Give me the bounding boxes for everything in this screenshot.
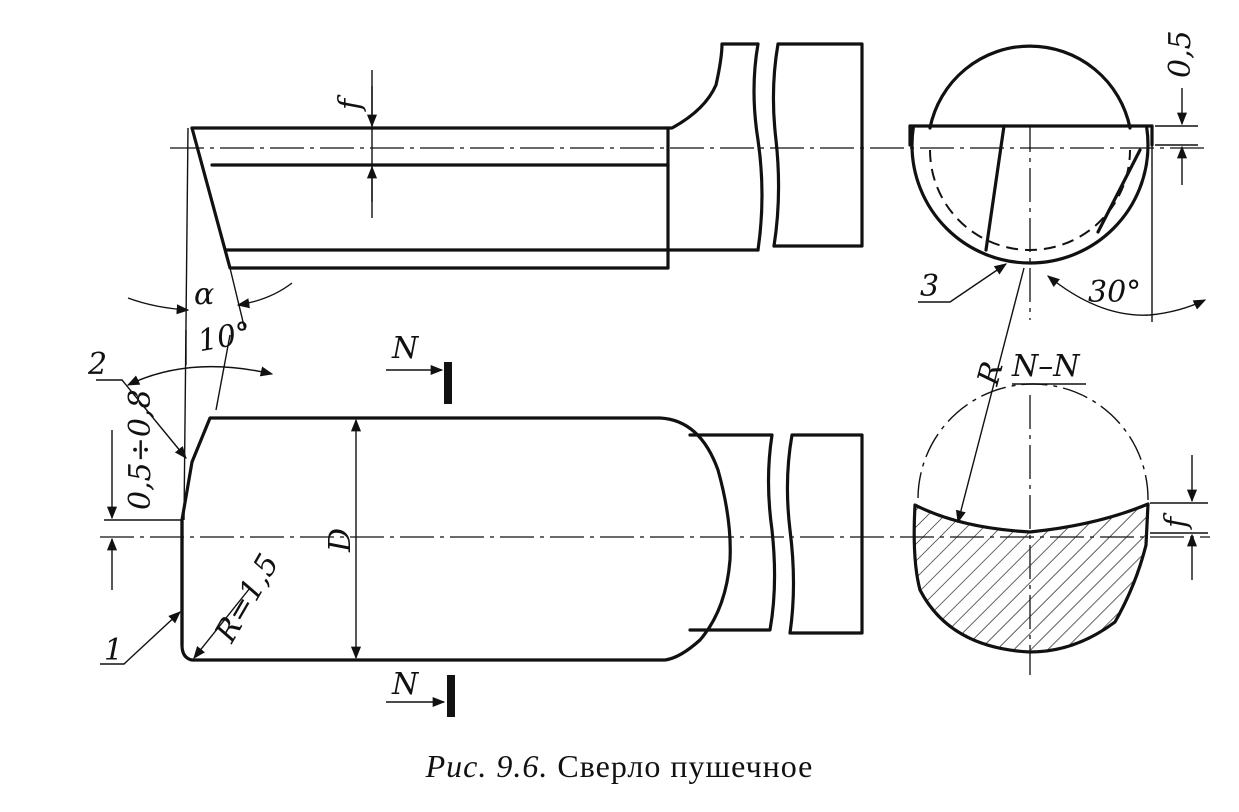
label-angle-10: 10° (195, 315, 253, 359)
callout-2: 2 (87, 347, 107, 382)
figure-label: Рис. 9.6. (425, 748, 549, 784)
label-angle-30: 30° (1088, 275, 1141, 310)
section-hatch (914, 504, 1148, 652)
section-mark-top (444, 362, 452, 404)
label-alpha: α (194, 277, 214, 312)
end-view (905, 18, 1207, 322)
label-D: D (323, 528, 358, 553)
top-view (127, 42, 1210, 521)
label-section-N-N: N–N (1011, 349, 1081, 384)
label-N-bottom: N (391, 667, 420, 702)
top-shank (772, 42, 864, 248)
label-f-right: f (1159, 512, 1194, 530)
label-f-top: f (333, 94, 368, 112)
figure-caption: Рис. 9.6. Сверло пушечное (0, 748, 1239, 785)
label-tol-05-08: 0,5÷0,8 (123, 389, 158, 510)
label-dim-0-5: 0,5 (1163, 30, 1198, 78)
top-body-outline (190, 42, 760, 130)
section-mark-bottom (447, 675, 455, 717)
figure-title: Сверло пушечное (557, 748, 814, 784)
label-R: R (971, 358, 1011, 390)
callout-3: 3 (920, 269, 939, 304)
end-view-dashed-circle (929, 149, 1131, 251)
callout-1: 1 (104, 633, 123, 668)
label-N-top: N (391, 331, 420, 366)
section-view (912, 267, 1208, 675)
bottom-body-outline (180, 416, 732, 662)
bottom-view (96, 330, 1210, 717)
label-R-1-5: R=1,5 (208, 548, 287, 649)
